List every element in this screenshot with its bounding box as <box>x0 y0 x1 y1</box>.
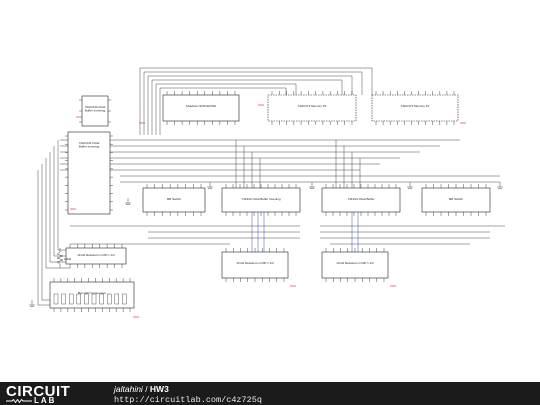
circuitlab-logo[interactable]: CIRCUIT LAB <box>6 383 98 405</box>
wire-top-rail-1 <box>139 67 373 135</box>
ground-2 <box>207 182 213 189</box>
pins-layer <box>53 91 487 312</box>
ground-3 <box>309 182 315 189</box>
chip-left-bar <box>142 187 206 213</box>
led-segment <box>53 293 59 305</box>
led-segment <box>68 293 74 305</box>
wire-left-3 <box>49 152 70 263</box>
chip-label: Shadown SN54HC540 <box>186 104 217 108</box>
ground-5 <box>497 182 503 189</box>
led-segment <box>114 293 120 305</box>
chip-center-right <box>321 187 401 213</box>
red-label: VCC <box>133 315 140 319</box>
led-segment <box>84 293 89 305</box>
chip-label: 74HC373 Memory FF <box>401 104 430 108</box>
chip-mid-top <box>162 94 240 122</box>
logo-sub: LAB <box>34 396 57 405</box>
author-link[interactable]: jaltahini <box>114 384 143 394</box>
ground-symbols <box>29 182 503 307</box>
circuit-url[interactable]: http://circuitlab.com/c4z725q <box>114 395 262 405</box>
red-labels-layer: VCC VCC VCC VCC VCC VCC VCC VCC <box>70 103 467 319</box>
wire-left-2 <box>53 146 70 257</box>
title-separator: / <box>142 384 150 394</box>
chip-label: 74HC373 Memory FF <box>298 104 327 108</box>
led-layer <box>53 293 127 305</box>
chip-label: 74F244 Octal Buffer <box>348 197 375 201</box>
led-segment <box>91 293 97 305</box>
led-segment <box>106 293 112 305</box>
chip-bottom-center-res <box>221 251 289 279</box>
chip-label: Bar LED Component <box>78 291 106 295</box>
wire-top-rail-6 <box>159 87 287 135</box>
circuit-title: HW3 <box>149 384 169 394</box>
red-label: VCC <box>390 284 397 288</box>
blue-wire-layer <box>251 212 359 252</box>
resistor-left <box>56 248 64 268</box>
chips-layer <box>49 94 491 309</box>
red-label: VCC <box>76 115 83 119</box>
chip-label: BR Switch <box>449 197 463 201</box>
chip-left-main <box>67 131 111 215</box>
chip-center-left <box>221 187 301 213</box>
chip-label: 74F244 Octal Buffer Inverting <box>241 197 280 201</box>
resistor-label: 10kΩ <box>64 257 72 261</box>
led-segment <box>61 293 66 305</box>
wire-left-6 <box>37 170 50 306</box>
chip-bottom-right-res <box>321 251 389 279</box>
wire-left-5 <box>41 164 50 301</box>
chip-label: 10 kΩ Resistors in DIP x 1/2 <box>77 253 115 257</box>
circuit-meta: jaltahini / HW3 http://circuitlab.com/c4… <box>114 384 262 405</box>
led-segment <box>76 293 82 305</box>
red-label: VCC <box>460 121 467 125</box>
red-label: VCC <box>139 121 146 125</box>
wire-top-rail-2 <box>143 71 363 135</box>
led-segment <box>122 293 127 305</box>
chip-top-right <box>371 94 459 122</box>
chip-label: BR Switch <box>167 197 181 201</box>
chip-label: 10 kΩ Resistors in DIP x 1/2 <box>336 261 374 265</box>
resistor-icon <box>6 399 32 403</box>
chip-bottom-left-res <box>65 247 127 265</box>
wire-top-rail-4 <box>151 79 343 135</box>
red-label: VCC <box>290 284 297 288</box>
ground-6 <box>29 300 35 307</box>
wire-left-4 <box>45 158 70 269</box>
chip-top-left-buffer <box>81 95 109 127</box>
red-label: VCC <box>70 207 77 211</box>
logo-word: CIRCUIT <box>6 383 71 400</box>
chip-right-bar <box>421 187 491 213</box>
red-label: VCC <box>258 103 265 107</box>
wire-top-rail-3 <box>147 75 353 135</box>
wire-top-rail-5 <box>155 83 297 135</box>
chip-top-center-right <box>267 94 357 122</box>
ground-1 <box>125 198 131 205</box>
footer-bar: CIRCUIT LAB jaltahini / HW3 http://circu… <box>0 382 540 405</box>
led-segment <box>99 293 104 305</box>
ground-4 <box>407 182 413 189</box>
chip-label: 10 kΩ Resistors in DIP x 1/2 <box>236 261 274 265</box>
